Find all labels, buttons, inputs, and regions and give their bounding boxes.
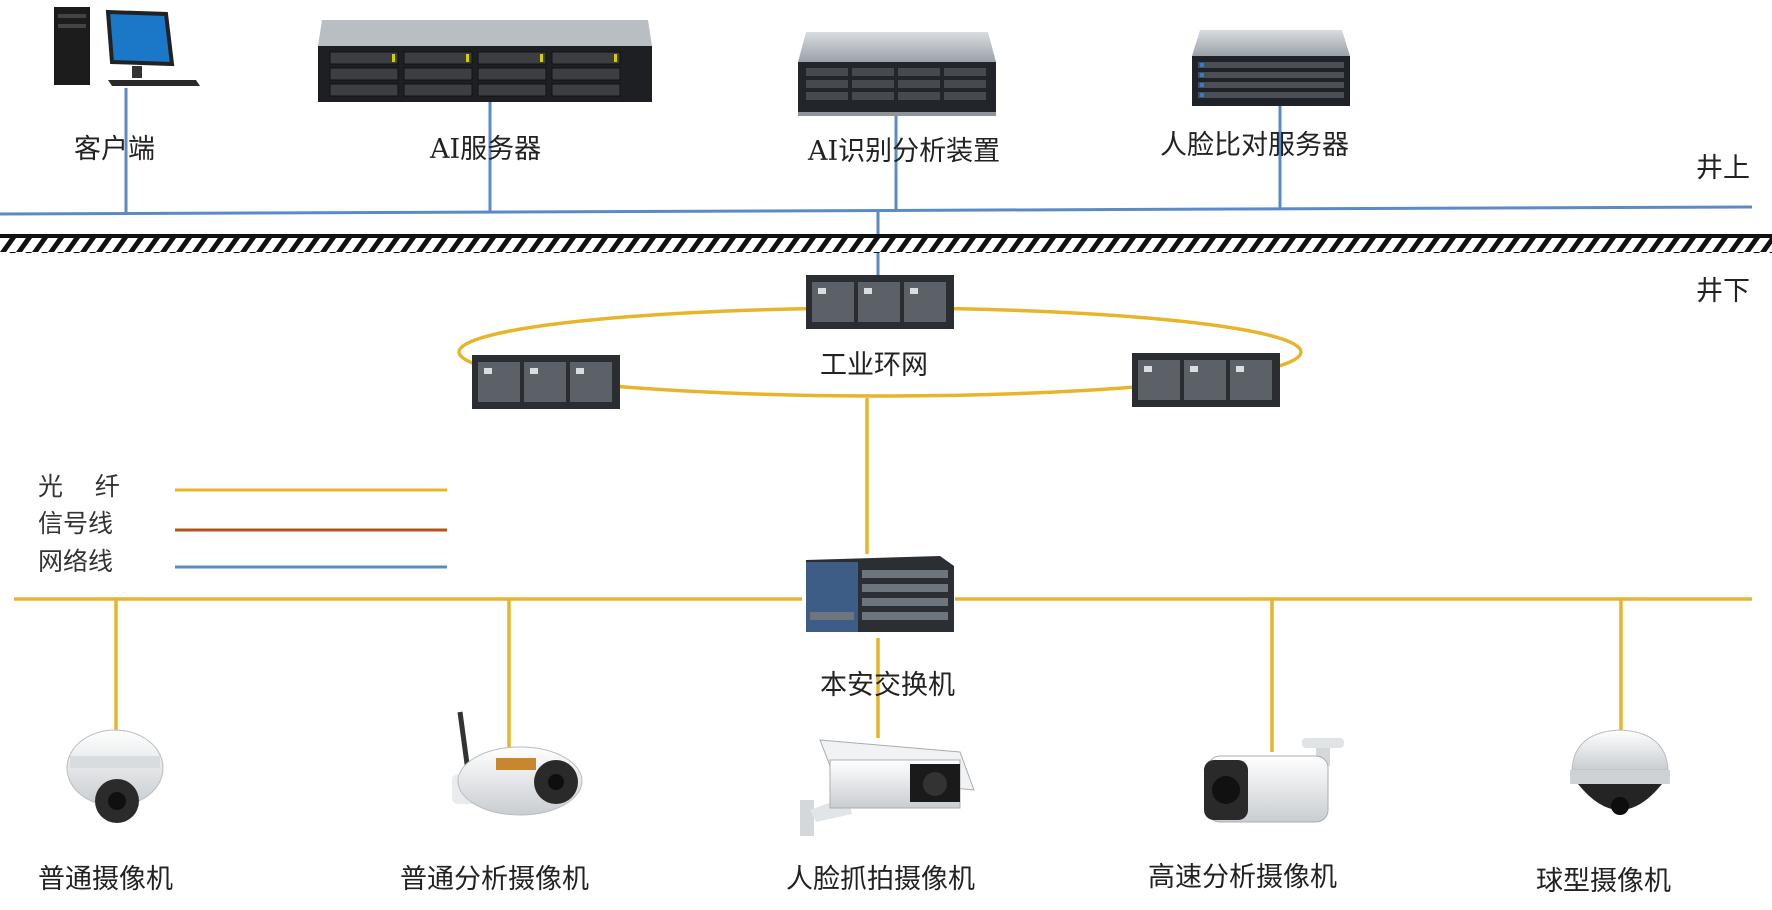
camera-4-label: 高速分析摄像机	[1148, 862, 1337, 893]
desktop-computer-icon	[54, 7, 200, 86]
bullet-camera-icon	[452, 711, 583, 816]
network-switch-icon	[806, 556, 954, 632]
fiber-lines	[14, 306, 1752, 760]
rack-server-icon	[318, 20, 652, 102]
face-server-label: 人脸比对服务器	[1160, 130, 1349, 161]
network-backbone	[0, 205, 1753, 216]
legend-lines	[175, 488, 447, 569]
legend-fiber-label: 光 纤	[38, 472, 120, 501]
rack-server-icon	[1192, 30, 1350, 106]
dome-camera-icon	[66, 729, 164, 823]
ai-analyzer-label: AI识别分析装置	[808, 136, 1001, 167]
legend-network-label: 网络线	[38, 547, 114, 576]
camera-3-label: 人脸抓拍摄像机	[786, 864, 975, 895]
switch-label: 本安交换机	[820, 670, 955, 701]
client-label: 客户端	[74, 134, 155, 165]
camera-2-label: 普通分析摄像机	[400, 864, 589, 895]
ring-label: 工业环网	[820, 350, 928, 381]
zone-above-label: 井上	[1696, 153, 1750, 184]
camera-5-label: 球型摄像机	[1536, 866, 1671, 897]
zone-underground-label: 井下	[1696, 276, 1750, 307]
industrial-switch-icon	[806, 275, 954, 329]
bullet-camera-icon	[1204, 738, 1344, 823]
rack-server-icon	[798, 32, 996, 116]
speed-dome-camera-icon	[1570, 729, 1670, 815]
industrial-switch-icon	[472, 355, 620, 409]
camera-1-label: 普通摄像机	[38, 864, 173, 895]
ground-divider	[0, 234, 1772, 253]
industrial-switch-icon	[1132, 353, 1280, 407]
box-camera-icon	[800, 739, 975, 836]
legend-signal-label: 信号线	[38, 509, 114, 538]
ai-server-label: AI服务器	[430, 134, 542, 165]
